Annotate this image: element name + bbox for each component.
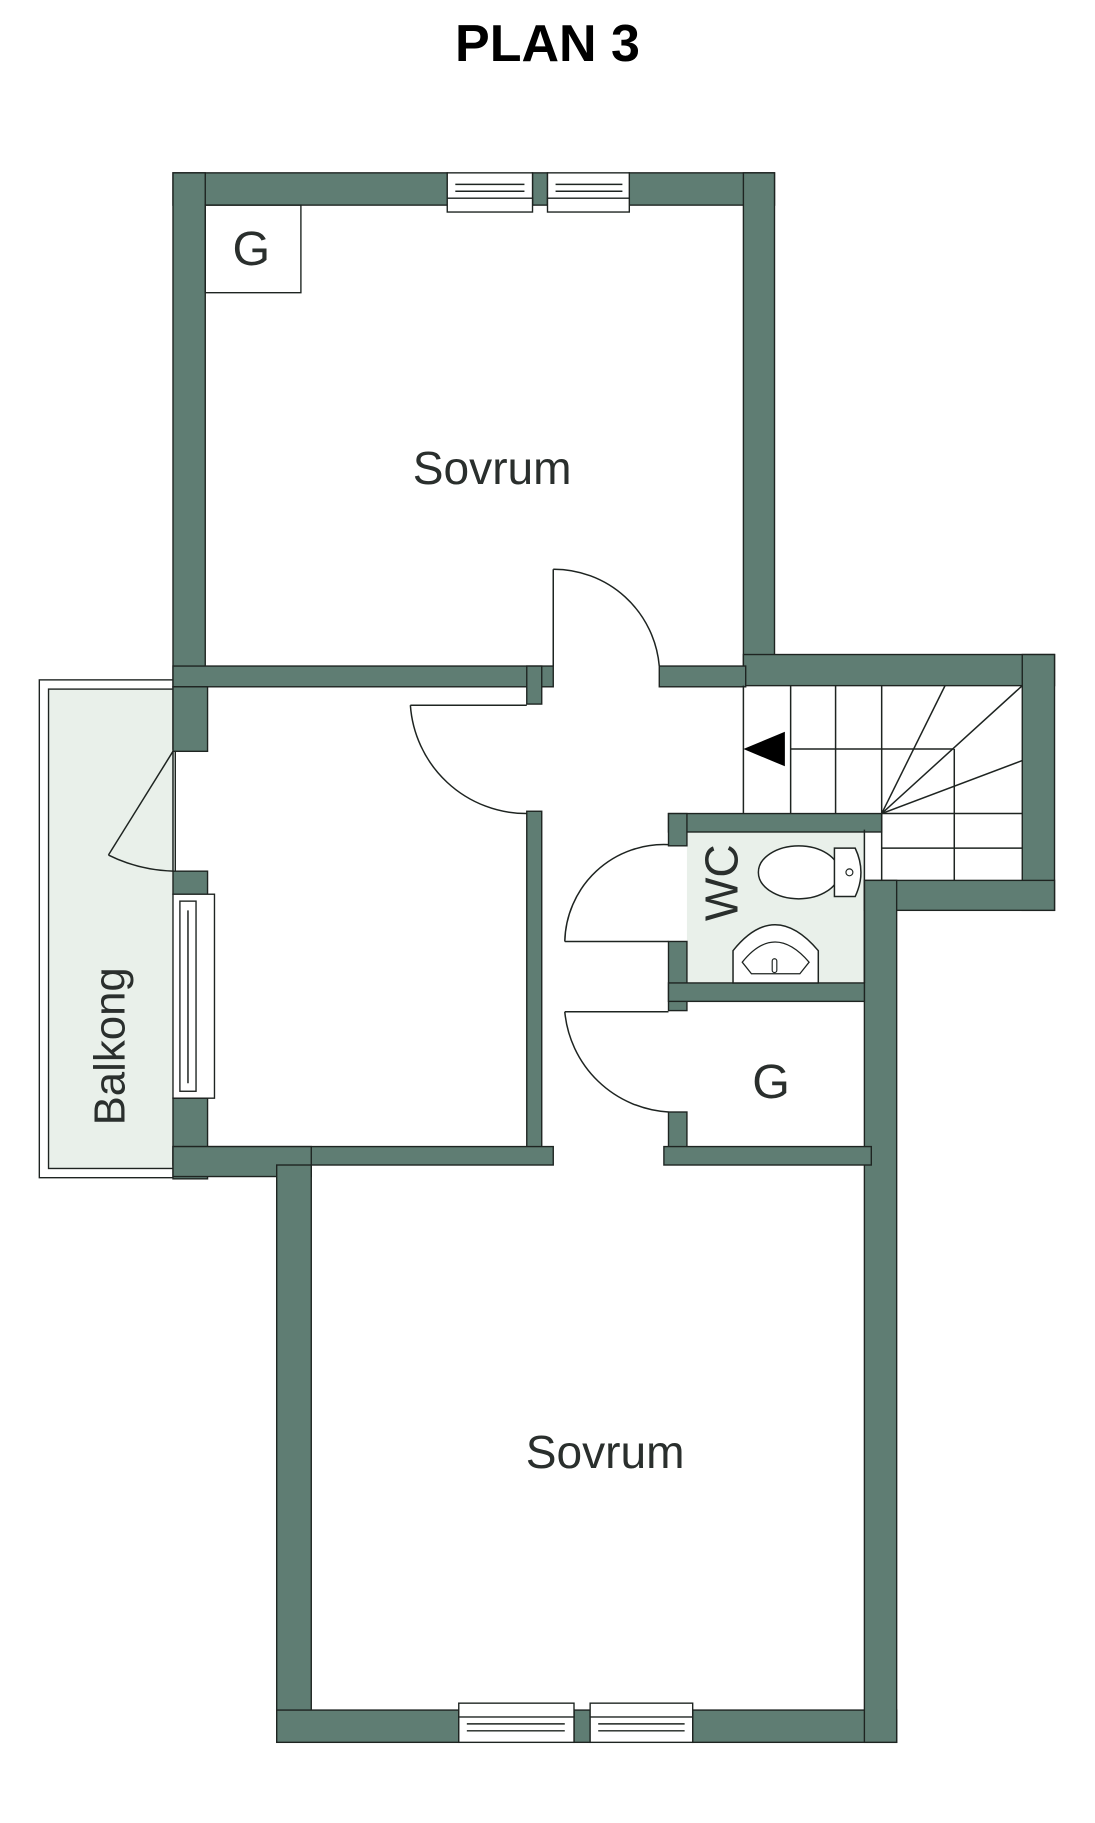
plan-title: PLAN 3: [455, 15, 640, 73]
toilet-icon: [757, 845, 862, 900]
label-closet-hall: G: [752, 1055, 790, 1109]
staircase: [742, 685, 1023, 881]
label-balcony: Balkong: [86, 967, 135, 1125]
window-bottom-right: [589, 1702, 694, 1744]
label-bedroom-bottom: Sovrum: [526, 1426, 685, 1478]
door-middle-room: [409, 704, 527, 815]
sink-icon: [732, 924, 820, 984]
label-closet-top: G: [233, 222, 271, 276]
walls: [172, 172, 1056, 1744]
door-top-bedroom: [552, 568, 661, 667]
balcony: [38, 679, 176, 1179]
closet-top-outline: [204, 204, 302, 294]
door-balcony: [107, 750, 174, 872]
window-top-left: [446, 172, 534, 213]
door-wc: [564, 843, 669, 943]
window-top-right: [546, 172, 631, 213]
window-balcony: [172, 893, 216, 1099]
label-wc: WC: [696, 844, 748, 921]
label-bedroom-top: Sovrum: [413, 442, 572, 494]
window-bottom-left: [458, 1702, 575, 1744]
arrow-left-icon: [743, 731, 785, 767]
door-closet: [564, 1011, 669, 1113]
